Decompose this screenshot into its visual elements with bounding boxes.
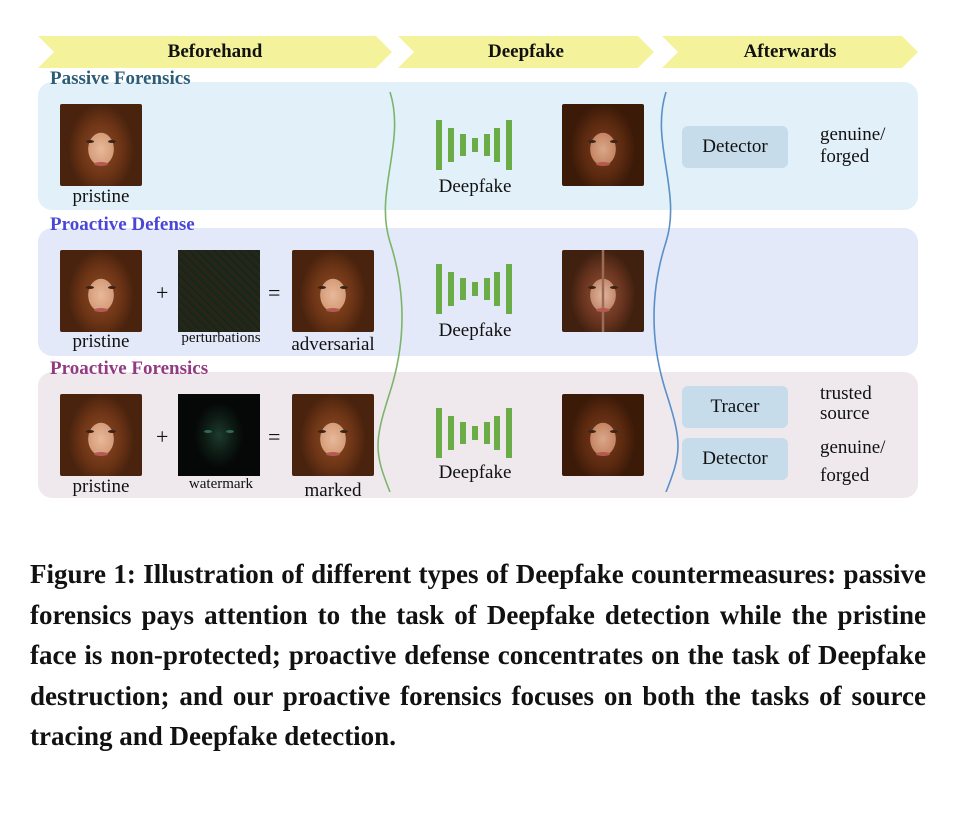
detector-result-text: genuine/ forged — [820, 437, 886, 486]
blue-wavy-divider — [653, 92, 679, 492]
proactive-defense-title: Proactive Defense — [50, 214, 195, 235]
pristine-label: pristine — [72, 476, 130, 497]
deepfake-model-icon — [436, 264, 512, 314]
deepfake-model-label: Deepfake — [438, 320, 512, 341]
deepfake-model-label: Deepfake — [438, 176, 512, 197]
stage-beforehand-label: Beforehand — [167, 41, 263, 62]
detector-result: genuine/ forged — [820, 124, 885, 168]
deepfake-model-icon — [436, 120, 512, 170]
stage-afterwards-label: Afterwards — [743, 41, 837, 62]
perturbations-image — [178, 250, 260, 332]
equals-operator: = — [268, 280, 281, 305]
passive-forensics-title: Passive Forensics — [50, 68, 191, 89]
adversarial-face-image — [292, 250, 374, 332]
stage-deepfake-label: Deepfake — [488, 41, 564, 62]
fake-face-image — [562, 104, 644, 186]
detector-result: genuine/ forged — [820, 434, 885, 490]
plus-operator: + — [156, 424, 169, 449]
perturbations-label: perturbations — [181, 330, 261, 346]
stage-deepfake-arrow: Deepfake — [398, 36, 654, 68]
green-wavy-divider — [377, 92, 403, 492]
adversarial-label: adversarial — [291, 334, 375, 355]
marked-face-image — [292, 394, 374, 476]
marked-label: marked — [304, 480, 362, 501]
pristine-face-image — [60, 104, 142, 186]
stage-afterwards-arrow: Afterwards — [662, 36, 918, 68]
detector-button[interactable]: Detector — [682, 438, 788, 480]
plus-operator: + — [156, 280, 169, 305]
tracer-result-text: trusted source — [820, 383, 872, 424]
tracer-button[interactable]: Tracer — [682, 386, 788, 428]
equals-operator: = — [268, 424, 281, 449]
fake-face-image — [562, 394, 644, 476]
deepfake-model-icon — [436, 408, 512, 458]
figure-caption: Figure 1: Illustration of different type… — [30, 559, 926, 751]
stage-beforehand-arrow: Beforehand — [38, 36, 392, 68]
detector-button[interactable]: Detector — [682, 126, 788, 168]
pristine-face-image — [60, 394, 142, 476]
watermark-image — [178, 394, 260, 476]
pristine-face-image — [60, 250, 142, 332]
tracer-result: trusted source — [820, 384, 872, 424]
pristine-label: pristine — [72, 331, 130, 352]
pristine-label: pristine — [72, 186, 130, 207]
destroyed-face-image — [562, 250, 644, 332]
detector-result-text: genuine/ forged — [820, 124, 886, 167]
proactive-forensics-title: Proactive Forensics — [50, 358, 209, 379]
watermark-label: watermark — [188, 476, 254, 492]
deepfake-model-label: Deepfake — [438, 462, 512, 483]
